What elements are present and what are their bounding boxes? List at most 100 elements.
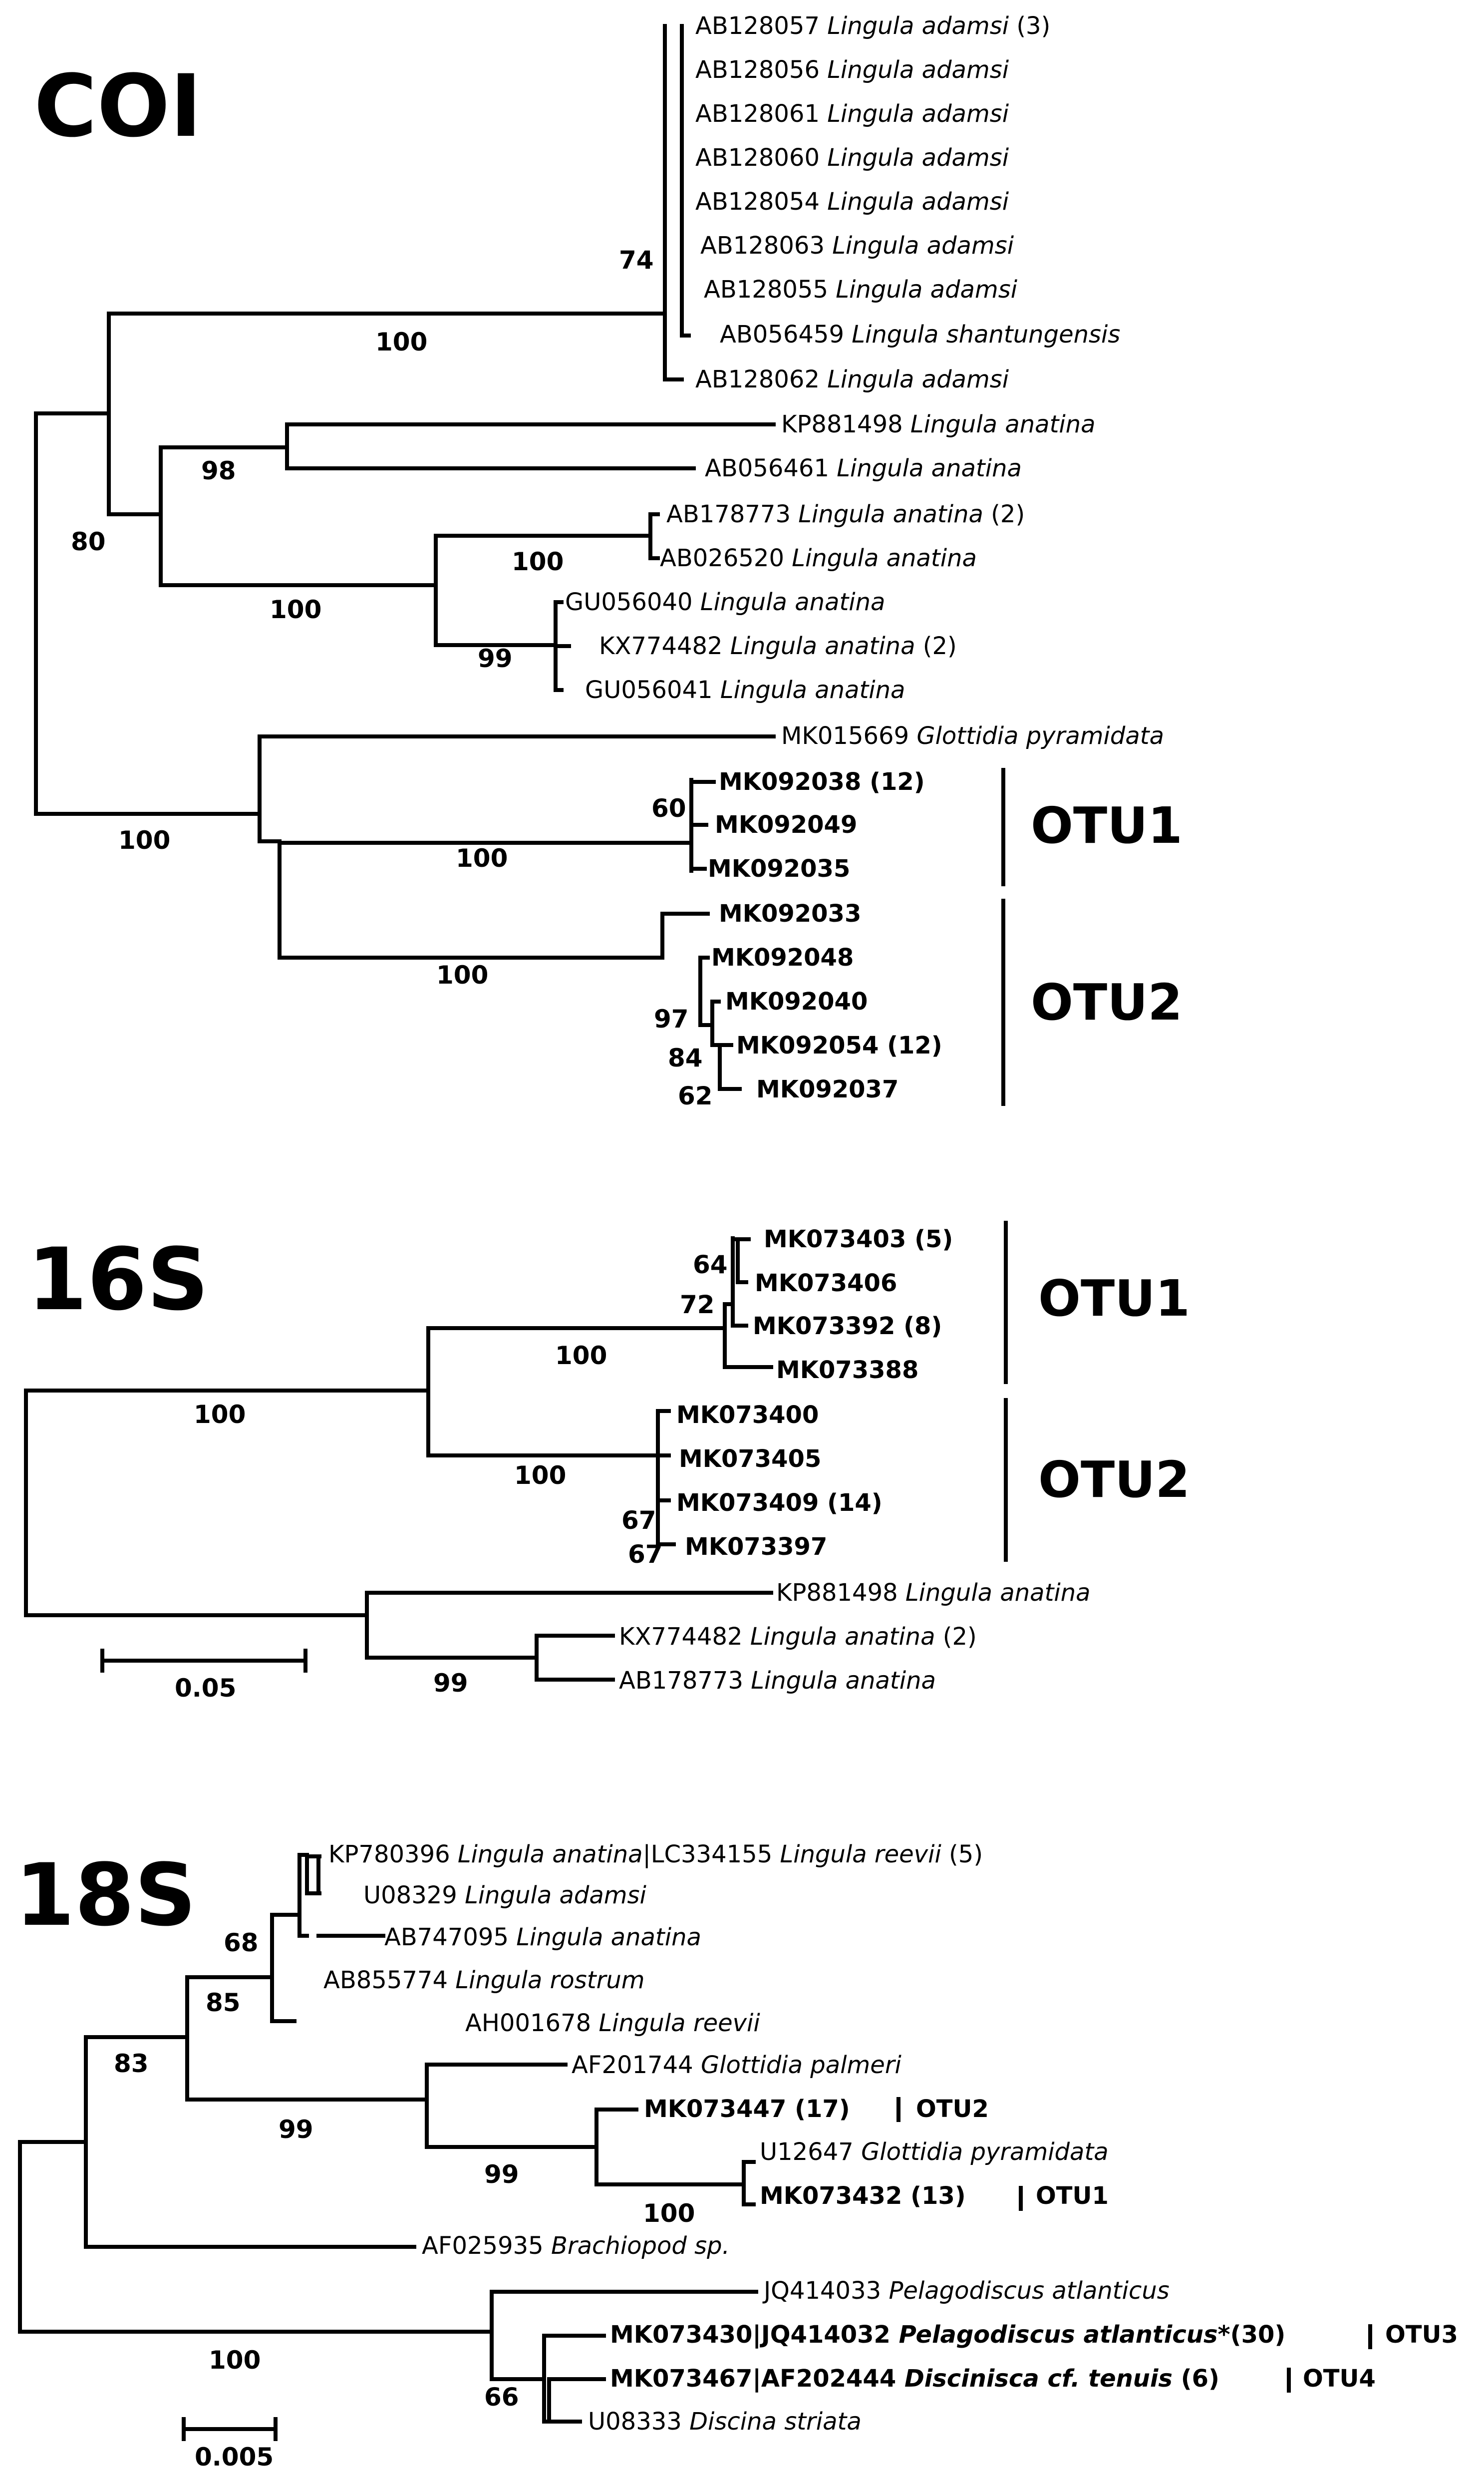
coi-tip-label: MK015669 Glottidia pyramidata: [781, 722, 1164, 750]
coi-tip-label: MK092038 (12): [719, 768, 925, 796]
s18-tip-label: MK073430|JQ414032 Pelagodiscus atlanticu…: [610, 2321, 1285, 2349]
otu-label: OTU2: [916, 2095, 989, 2123]
coi-tip-label: AB128055 Lingula adamsi: [704, 276, 1018, 304]
s16-tip-label: AB178773 Lingula anatina: [619, 1667, 936, 1695]
coi-tip-label: GU056041 Lingula anatina: [585, 676, 905, 704]
bootstrap-value: 67: [621, 1506, 656, 1535]
otu-label: OTU4: [1303, 2365, 1376, 2393]
s16-tip-label: MK073388: [776, 1356, 918, 1384]
coi-otu-markers: OTU1 OTU2: [1001, 768, 1183, 1106]
coi-tip-label: AB128054 Lingula adamsi: [695, 188, 1009, 216]
coi-tip-label: KP881498 Lingula anatina: [781, 410, 1096, 438]
bootstrap-value: 72: [680, 1290, 715, 1319]
coi-tip-label: AB178773 Lingula anatina (2): [666, 500, 1025, 528]
coi-branches: [34, 24, 776, 1091]
s16-tip-label: MK073409 (14): [676, 1489, 883, 1517]
s16-tip-label: MK073405: [679, 1445, 821, 1473]
coi-tip-label: AB128063 Lingula adamsi: [700, 232, 1014, 260]
s18-panel-title: 18S: [15, 1845, 196, 1945]
s18-otu-markers: OTU2 OTU1 OTU3 OTU4: [896, 2095, 1458, 2393]
coi-tip-label: MK092048: [711, 944, 854, 972]
otu-label: OTU1: [1038, 1269, 1190, 1328]
coi-tip-label: MK092054 (12): [736, 1032, 942, 1060]
bootstrap-value: 62: [678, 1081, 713, 1110]
bootstrap-value: 98: [201, 456, 236, 485]
coi-tip-labels: AB128057 Lingula adamsi (3) AB128056 Lin…: [565, 12, 1164, 1103]
s16-tip-label: KX774482 Lingula anatina (2): [619, 1623, 977, 1651]
coi-tip-label: MK092035: [708, 855, 850, 883]
coi-tip-label: MK092040: [725, 988, 868, 1016]
bootstrap-value: 100: [643, 2199, 695, 2228]
scale-bar-label: 0.05: [175, 1674, 236, 1703]
s16-branches: [24, 1236, 773, 1682]
otu-label: OTU2: [1038, 1450, 1190, 1509]
otu-label: OTU1: [1031, 796, 1183, 855]
s16-tip-label: KP881498 Lingula anatina: [776, 1579, 1091, 1607]
bootstrap-value: 100: [194, 1400, 246, 1429]
s16-scale-bar: 0.05: [100, 1649, 307, 1703]
coi-tip-label: AB128056 Lingula adamsi: [695, 56, 1009, 84]
bootstrap-value: 100: [118, 826, 170, 855]
s18-tip-label: MK073467|AF202444 Discinisca cf. tenuis …: [610, 2365, 1219, 2393]
s18-tip-label: KP780396 Lingula anatina|LC334155 Lingul…: [328, 1840, 983, 1868]
bootstrap-value: 100: [512, 547, 564, 576]
coi-tip-label: AB056461 Lingula anatina: [705, 454, 1022, 482]
coi-panel-title: COI: [34, 56, 202, 156]
bootstrap-value: 67: [628, 1540, 663, 1569]
s18-tip-label: AB747095 Lingula anatina: [384, 1923, 701, 1951]
s18-scale-bar: 0.005: [182, 2417, 278, 2472]
bootstrap-value: 60: [651, 794, 686, 823]
otu-label: OTU1: [1036, 2182, 1109, 2210]
s16-tip-labels: MK073403 (5) MK073406 MK073392 (8) MK073…: [619, 1225, 1091, 1695]
s16-tip-label: MK073403 (5): [764, 1225, 953, 1253]
s18-tip-label: AF025935 Brachiopod sp.: [422, 2232, 730, 2260]
bootstrap-value: 84: [668, 1044, 703, 1072]
s18-tip-label: AB855774 Lingula rostrum: [323, 1966, 645, 1994]
bootstrap-value: 97: [654, 1005, 689, 1034]
bootstrap-value: 83: [114, 2049, 149, 2078]
s16-tip-label: MK073397: [685, 1533, 827, 1561]
bootstrap-value: 99: [279, 2115, 313, 2144]
coi-tip-label: MK092049: [715, 811, 857, 839]
coi-tip-label: KX774482 Lingula anatina (2): [599, 632, 957, 660]
bootstrap-value: 66: [484, 2383, 519, 2412]
coi-tip-label: AB128057 Lingula adamsi (3): [695, 12, 1050, 40]
coi-tip-label: AB128060 Lingula adamsi: [695, 144, 1009, 172]
s16-bootstrap-values: 64 72 100 100 100 67 67 99: [194, 1250, 728, 1698]
coi-tip-label: MK092037: [756, 1075, 898, 1103]
s18-tip-labels: KP780396 Lingula anatina|LC334155 Lingul…: [323, 1840, 1285, 2436]
bootstrap-value: 85: [206, 1988, 241, 2017]
scale-bar-label: 0.005: [195, 2443, 274, 2472]
s18-tip-label: JQ414033 Pelagodiscus atlanticus: [762, 2277, 1170, 2305]
bootstrap-value: 100: [514, 1461, 566, 1490]
otu-label: OTU3: [1385, 2321, 1458, 2349]
s18-tip-label: MK073447 (17): [644, 2095, 850, 2123]
bootstrap-value: 68: [224, 1928, 259, 1957]
s16-panel-title: 16S: [27, 1229, 209, 1330]
s16-tip-label: MK073400: [676, 1401, 819, 1429]
bootstrap-value: 100: [270, 595, 321, 624]
s16-tip-label: MK073406: [755, 1269, 897, 1297]
bootstrap-value: 100: [555, 1341, 607, 1370]
s18-tip-label: AH001678 Lingula reevii: [465, 2009, 760, 2037]
s18-tip-label: MK073432 (13): [760, 2182, 966, 2210]
s18-bootstrap-values: 68 85 83 99 99 100 100 66: [114, 1928, 695, 2412]
coi-tip-label: AB056459 Lingula shantungensis: [720, 321, 1120, 349]
bootstrap-value: 74: [619, 246, 654, 275]
s18-tip-label: U08333 Discina striata: [588, 2408, 862, 2436]
bootstrap-value: 80: [71, 527, 106, 556]
otu-label: OTU2: [1031, 973, 1183, 1032]
bootstrap-value: 100: [209, 2346, 261, 2375]
bootstrap-value: 100: [456, 844, 508, 873]
bootstrap-value: 100: [375, 328, 427, 356]
s18-tip-label: AF201744 Glottidia palmeri: [572, 2051, 902, 2079]
s18-tip-label: U12647 Glottidia pyramidata: [760, 2138, 1109, 2166]
bootstrap-value: 99: [484, 2160, 519, 2189]
s18-branches: [18, 1853, 758, 2424]
bootstrap-value: 99: [433, 1669, 468, 1698]
coi-tip-label: GU056040 Lingula anatina: [565, 588, 885, 616]
s18-tip-label: U08329 Lingula adamsi: [363, 1881, 647, 1909]
bootstrap-value: 99: [478, 644, 513, 673]
